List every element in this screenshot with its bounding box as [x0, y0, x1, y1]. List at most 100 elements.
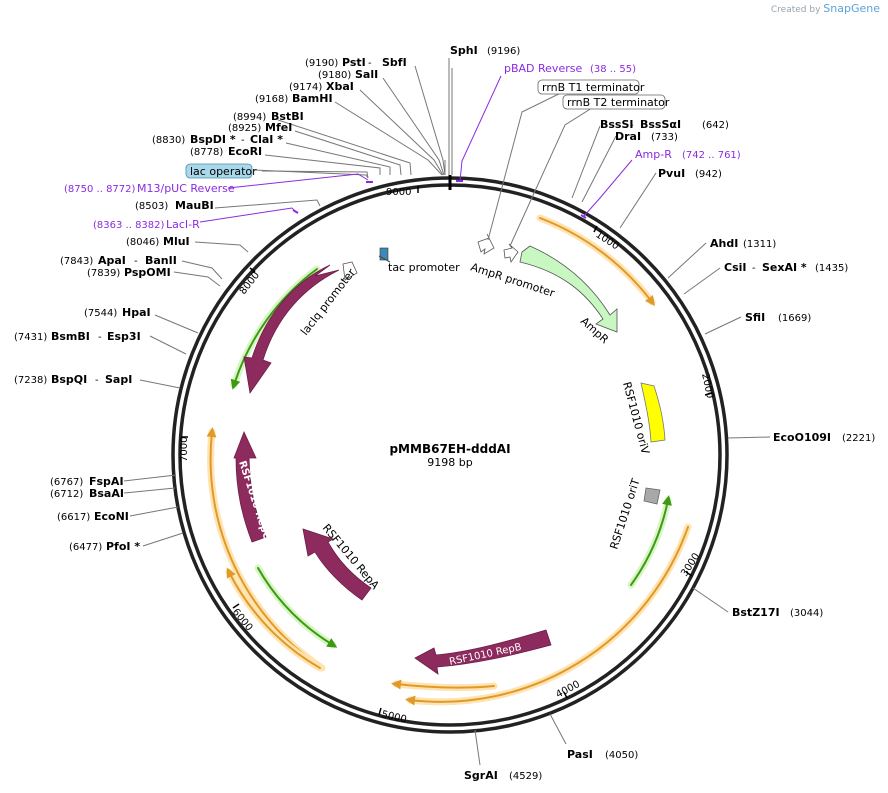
lac-operator-box: lac operator — [185, 163, 257, 179]
tac-promoter-marker — [378, 255, 391, 263]
plasmid-name: pMMB67EH-dddAI — [389, 442, 510, 456]
svg-text:(8994): (8994) — [233, 112, 266, 123]
tick-7000: 7000 — [179, 437, 190, 462]
snapgene-logo-text: SnapGene — [823, 2, 880, 15]
svg-text:EcoRI: EcoRI — [228, 145, 262, 158]
svg-text:BstBI: BstBI — [271, 110, 304, 123]
tick-2000: 2000 — [699, 372, 715, 399]
primer-labels: pBAD Reverse (38 .. 55) Amp-R (742 .. 76… — [64, 62, 741, 231]
leader-lines — [123, 58, 771, 766]
svg-text:(942): (942) — [695, 169, 722, 180]
svg-text:(2221): (2221) — [842, 433, 875, 444]
snapgene-watermark: Created by SnapGene — [771, 2, 880, 15]
svg-text:BstZ17I: BstZ17I — [732, 606, 780, 619]
svg-text:(1435): (1435) — [815, 263, 848, 274]
svg-text:(9196): (9196) — [487, 46, 520, 57]
feature-oriv[interactable] — [640, 382, 666, 443]
svg-text:BamHI: BamHI — [292, 92, 333, 105]
ticks — [181, 186, 713, 716]
feature-label-repb: RSF1010 RepB — [448, 642, 522, 668]
svg-text:MfeI: MfeI — [265, 121, 292, 134]
svg-text:Esp3I: Esp3I — [107, 330, 141, 343]
promoter-laciq-arrow — [342, 261, 358, 281]
svg-text:SgrAI: SgrAI — [464, 769, 498, 782]
svg-text:SapI: SapI — [105, 373, 132, 386]
svg-text:(9190): (9190) — [305, 58, 338, 69]
svg-text:(8925): (8925) — [228, 123, 261, 134]
svg-text:(6617): (6617) — [57, 512, 90, 523]
tick-9000: 9000 — [386, 187, 411, 198]
svg-text:HpaI: HpaI — [122, 306, 151, 319]
svg-text:ApaI: ApaI — [98, 254, 126, 267]
svg-text:(8363 .. 8382): (8363 .. 8382) — [93, 220, 165, 231]
green-arc-orit — [630, 495, 672, 586]
feature-label-tac-promoter: tac promoter — [388, 261, 460, 274]
leader-laci — [199, 207, 297, 223]
rrnb-t1-box: rrnB T1 terminator — [537, 79, 645, 95]
svg-text:(742 .. 761): (742 .. 761) — [682, 150, 741, 161]
svg-text:(7839): (7839) — [87, 268, 120, 279]
svg-text:lac operator: lac operator — [190, 165, 257, 178]
leader-m13 — [227, 173, 369, 189]
svg-text:(4050): (4050) — [605, 750, 638, 761]
svg-text:(733): (733) — [651, 132, 678, 143]
svg-text:EcoNI: EcoNI — [94, 510, 129, 523]
svg-text:(9180): (9180) — [318, 70, 351, 81]
svg-text:BsaAI: BsaAI — [89, 487, 124, 500]
feature-lacI[interactable] — [243, 264, 340, 395]
orf-arc-left-inner — [226, 567, 321, 669]
svg-text:DraI: DraI — [615, 130, 641, 143]
promoter-ampr-arrow-2 — [503, 243, 519, 263]
svg-text:(7431): (7431) — [14, 332, 47, 343]
svg-text:rrnB T2 terminator: rrnB T2 terminator — [567, 96, 670, 109]
promoter-ampr-arrow-1 — [477, 233, 495, 255]
site-labels-left: (9190) PstI - SbfI (9180) SalI (9174) Xb… — [14, 56, 407, 553]
svg-text:XbaI: XbaI — [326, 80, 354, 93]
leader-pbad — [459, 75, 502, 182]
lac-operator-marker — [379, 247, 389, 261]
leader-ampr — [583, 159, 633, 217]
feature-label-orit: RSF1010 oriT — [607, 477, 642, 551]
svg-text:-: - — [368, 58, 372, 69]
svg-text:Amp-R: Amp-R — [635, 148, 672, 161]
site-labels-right: SphI (9196) BssSI - BssSαI (642) DraI (7… — [450, 44, 875, 782]
svg-text:(7238): (7238) — [14, 375, 47, 386]
svg-text:(7843): (7843) — [60, 256, 93, 267]
svg-text:(6477): (6477) — [69, 542, 102, 553]
svg-text:BspQI: BspQI — [51, 373, 87, 386]
rrnb-t2-box: rrnB T2 terminator — [562, 94, 670, 110]
svg-text:(8778): (8778) — [190, 147, 223, 158]
svg-text:(9174): (9174) — [289, 82, 322, 93]
svg-text:(7544): (7544) — [84, 308, 117, 319]
svg-text:-: - — [630, 120, 634, 131]
svg-text:(6712): (6712) — [50, 489, 83, 500]
feature-repb[interactable] — [414, 629, 552, 675]
feature-orit[interactable] — [643, 487, 661, 505]
svg-text:BspDI *: BspDI * — [190, 133, 236, 146]
svg-text:PspOMI: PspOMI — [124, 266, 171, 279]
svg-text:MauBI: MauBI — [175, 199, 214, 212]
svg-text:BssSαI: BssSαI — [640, 118, 681, 131]
watermark-prefix: Created by — [770, 5, 821, 15]
svg-text:BsmBI: BsmBI — [51, 330, 90, 343]
svg-text:(9168): (9168) — [255, 94, 288, 105]
feature-ampr[interactable] — [519, 245, 618, 333]
svg-text:(8503): (8503) — [135, 201, 168, 212]
svg-text:(642): (642) — [702, 120, 729, 131]
svg-text:-: - — [241, 135, 245, 146]
svg-text:EcoO109I: EcoO109I — [773, 431, 831, 444]
svg-text:(1669): (1669) — [778, 313, 811, 324]
svg-text:PvuI: PvuI — [658, 167, 685, 180]
svg-text:(8750 .. 8772): (8750 .. 8772) — [64, 184, 136, 195]
plasmid-length: 9198 bp — [427, 456, 472, 469]
feature-repc[interactable] — [233, 430, 267, 543]
svg-text:AhdI: AhdI — [710, 237, 738, 250]
svg-text:SbfI: SbfI — [382, 56, 407, 69]
svg-text:(3044): (3044) — [790, 608, 823, 619]
svg-text:FspAI: FspAI — [89, 475, 124, 488]
green-arc-repc — [257, 567, 338, 648]
orf-arc-ampr — [539, 217, 656, 306]
feature-repa[interactable] — [302, 528, 372, 601]
green-arc-laci — [230, 268, 318, 390]
